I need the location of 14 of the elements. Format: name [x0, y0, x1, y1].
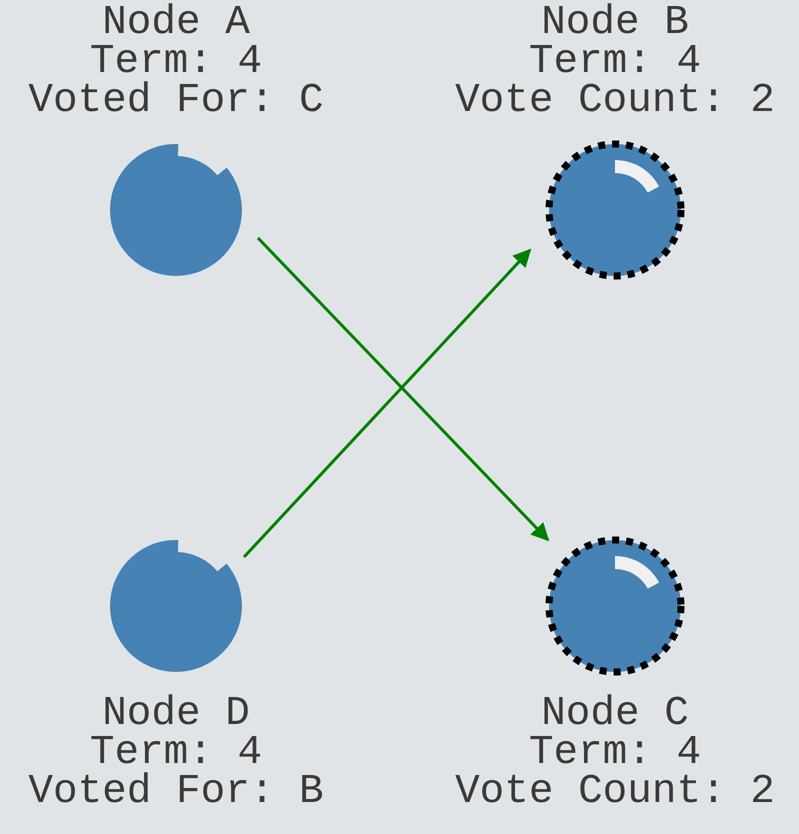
node-label: Node A	[102, 4, 250, 43]
node-label: Term: 4	[90, 43, 262, 82]
node-label: Vote Count: 2	[455, 82, 775, 121]
node-label: Node D	[102, 695, 250, 734]
arrow	[242, 248, 532, 558]
node-label: Vote Count: 2	[455, 773, 775, 812]
node-label: Term: 4	[90, 734, 262, 773]
node-label: Voted For: B	[28, 773, 324, 812]
node-label: Node B	[541, 4, 689, 43]
arrow	[256, 236, 550, 542]
node-label: Voted For: C	[28, 82, 324, 121]
node-label: Node C	[541, 695, 689, 734]
node-label: Term: 4	[528, 734, 702, 773]
node-label: Term: 4	[528, 43, 702, 82]
